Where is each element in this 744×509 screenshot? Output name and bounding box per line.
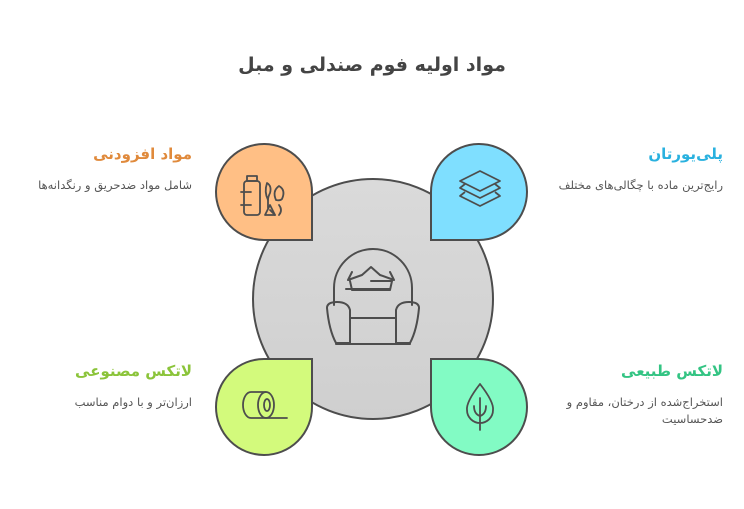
description-polyurethane: رایج‌ترین ماده با چگالی‌های مختلف: [558, 178, 723, 192]
additives-icon: [240, 175, 285, 216]
description-synthetic-latex: ارزان‌تر و با دوام مناسب: [74, 395, 192, 409]
armchair-crown-icon: [326, 248, 420, 345]
label-natural-latex: لاتکس طبیعی استخراج‌شده از درختان، مقاوم…: [553, 362, 723, 428]
petal-natural-latex: [430, 358, 528, 456]
label-additives: مواد افزودنی شامل مواد ضدحریق و رنگدانه‌…: [0, 145, 192, 194]
label-polyurethane: پلی‌یورتان رایج‌ترین ماده با چگالی‌های م…: [553, 145, 723, 194]
description-additives: شامل مواد ضدحریق و رنگدانه‌ها: [38, 178, 192, 192]
heading-synthetic-latex: لاتکس مصنوعی: [75, 362, 192, 380]
label-synthetic-latex: لاتکس مصنوعی ارزان‌تر و با دوام مناسب: [0, 362, 192, 411]
tree-icon: [466, 383, 494, 431]
heading-polyurethane: پلی‌یورتان: [648, 145, 723, 163]
layers-icon: [459, 170, 501, 207]
roll-icon: [242, 391, 288, 419]
petal-additives: [215, 143, 314, 241]
heading-natural-latex: لاتکس طبیعی: [621, 362, 723, 380]
heading-additives: مواد افزودنی: [93, 145, 192, 163]
description-natural-latex: استخراج‌شده از درختان، مقاوم و ضدحساسیت: [566, 395, 723, 426]
petal-polyurethane: [429, 143, 528, 241]
diagram-title: مواد اولیه فوم صندلی و مبل: [238, 54, 506, 76]
